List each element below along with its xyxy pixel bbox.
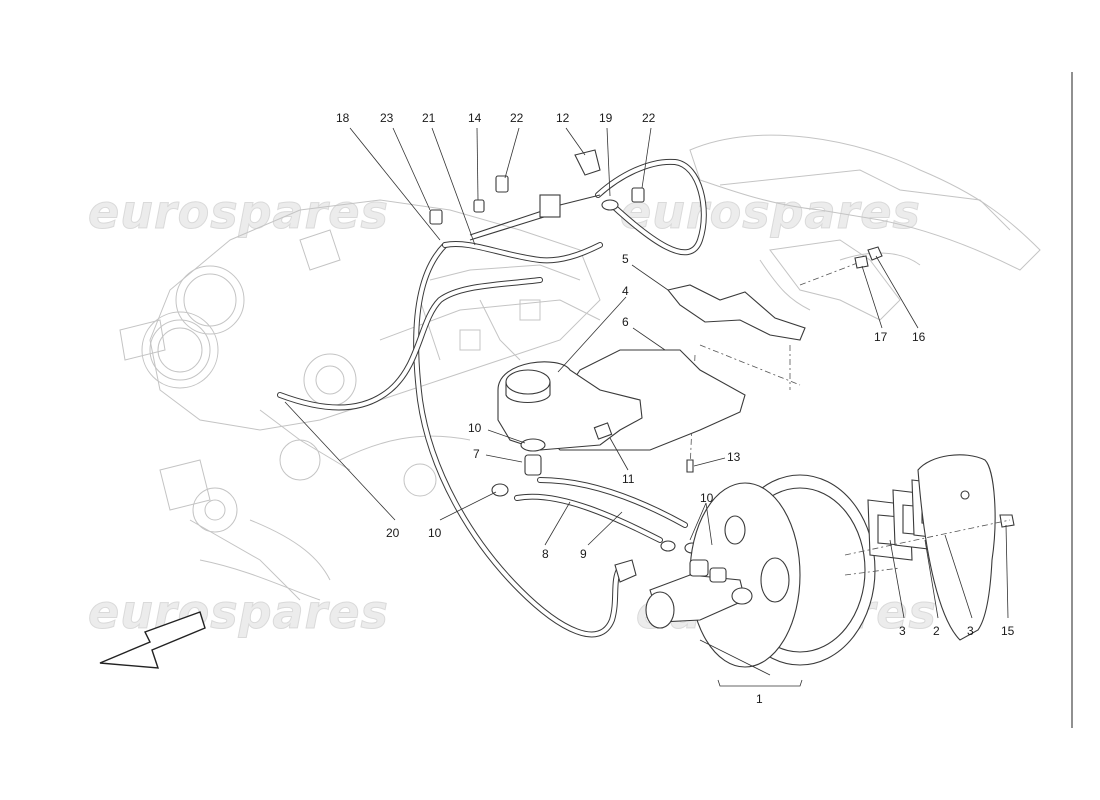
booster-gaskets (844, 454, 1015, 641)
callout-3: 3 (899, 624, 906, 638)
pin (854, 255, 869, 269)
brake-fluid-reservoir (497, 349, 746, 451)
callout-18: 18 (336, 111, 350, 125)
seal-washer (601, 199, 619, 211)
leader-lines (284, 127, 1009, 676)
brake-servo (614, 474, 876, 668)
watermark-text: eurospares (88, 185, 389, 239)
clip-fitting (631, 187, 645, 203)
pin (867, 246, 883, 261)
bleed-screw (473, 199, 485, 213)
grommet (520, 438, 546, 452)
watermark-text: eurospares (88, 585, 389, 639)
callout-11: 11 (622, 472, 635, 486)
callout-19: 19 (599, 111, 613, 125)
watermark-text: eurospares (620, 185, 921, 239)
clip-fitting (495, 175, 509, 193)
group-bracket (717, 679, 803, 687)
callout-2: 2 (933, 624, 940, 638)
watermark-group: eurospares eurospares eurospares eurospa… (88, 185, 937, 640)
connector-sleeve (524, 454, 542, 476)
callout-10: 10 (468, 421, 482, 435)
callout-4: 4 (622, 284, 629, 298)
hose-clamp (491, 483, 509, 497)
callout-21: 21 (422, 111, 436, 125)
callout-labels: 18 23 21 14 22 12 19 22 5 4 6 17 16 10 7… (336, 111, 1015, 706)
hose-clamp (660, 540, 676, 552)
callout-13: 13 (727, 450, 741, 464)
top-fittings (429, 149, 645, 225)
callout-17: 17 (874, 330, 888, 344)
clip-fitting (429, 209, 443, 225)
direction-arrow-icon (99, 611, 206, 669)
mounting-bracket (667, 284, 806, 341)
callout-10: 10 (700, 491, 714, 505)
brake-hoses (277, 158, 707, 638)
clip-bracket (539, 194, 561, 218)
callout-9: 9 (580, 547, 587, 561)
callout-15: 15 (1001, 624, 1015, 638)
union-fitting (574, 149, 601, 176)
callout-12: 12 (556, 111, 570, 125)
callout-22: 22 (510, 111, 524, 125)
callout-20: 20 (386, 526, 400, 540)
callout-8: 8 (542, 547, 549, 561)
callout-5: 5 (622, 252, 629, 266)
callout-14: 14 (468, 111, 482, 125)
callout-23: 23 (380, 111, 394, 125)
callout-10: 10 (428, 526, 442, 540)
supply-pipes (514, 477, 688, 543)
callout-22: 22 (642, 111, 656, 125)
callout-3: 3 (967, 624, 974, 638)
callout-1: 1 (756, 692, 763, 706)
callout-16: 16 (912, 330, 926, 344)
bolt (686, 459, 694, 473)
nut (999, 514, 1015, 528)
callout-6: 6 (622, 315, 629, 329)
callout-7: 7 (473, 447, 480, 461)
